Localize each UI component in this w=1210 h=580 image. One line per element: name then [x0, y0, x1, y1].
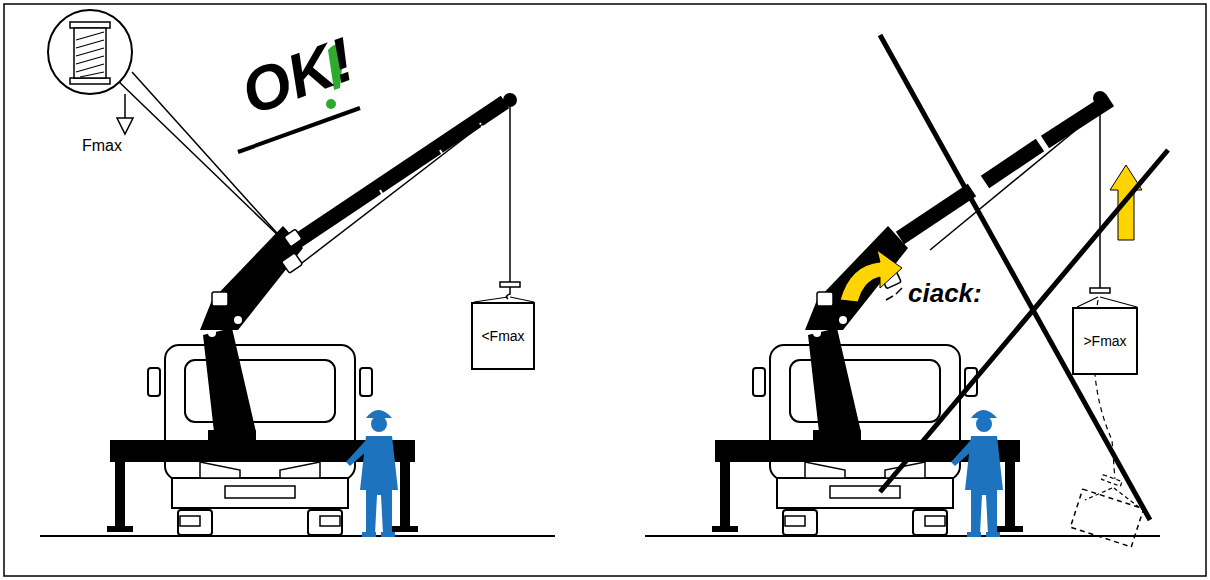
load-box: <Fmax	[471, 302, 535, 370]
load-text: <Fmax	[481, 328, 524, 344]
load-box: >Fmax	[1072, 307, 1138, 375]
load-text: >Fmax	[1083, 333, 1126, 349]
force-label: Fmax	[82, 137, 122, 155]
break-sound: ciack:	[908, 278, 982, 309]
boom-broken	[840, 35, 1168, 547]
boom-ok	[48, 10, 534, 302]
